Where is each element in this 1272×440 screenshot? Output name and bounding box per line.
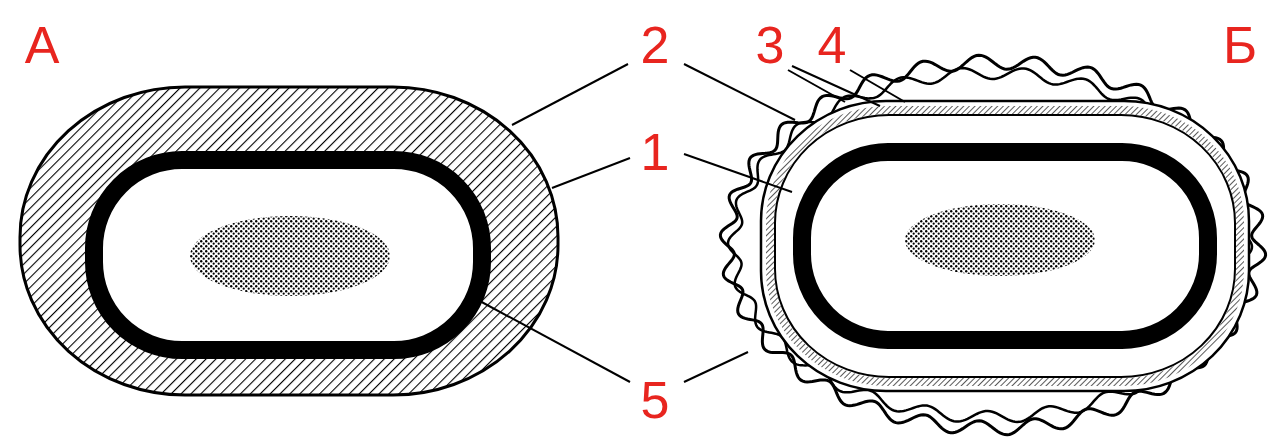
- inner-wavy-layer: [728, 68, 1252, 422]
- callout-number: 5: [641, 374, 670, 426]
- leader-line: [684, 352, 748, 382]
- leader-line: [684, 64, 795, 120]
- callout-number: 2: [641, 19, 670, 71]
- membrane-a: [94, 160, 482, 350]
- membrane-b: [802, 152, 1208, 340]
- cell-wall-a: [20, 87, 558, 395]
- nucleus-a: [190, 216, 390, 296]
- outer-wavy-layer: [720, 55, 1265, 434]
- cell-wall-b-inner: [775, 115, 1235, 377]
- leader-line: [850, 70, 905, 102]
- cell-wall-b-outer: [761, 101, 1249, 391]
- leader-line: [684, 154, 792, 192]
- callout-number: 3: [756, 19, 785, 71]
- leader-line: [512, 64, 628, 125]
- callout-number: 4: [818, 19, 847, 71]
- panel-letter: Б: [1223, 19, 1257, 71]
- cell-wall-b-band: [770, 110, 1240, 382]
- leader-line: [478, 300, 630, 382]
- nucleus-b: [905, 204, 1095, 276]
- leader-lines: [478, 64, 905, 382]
- leader-line: [792, 66, 880, 106]
- callout-number: 1: [641, 126, 670, 178]
- leader-line: [552, 158, 630, 188]
- panel-letter: А: [25, 19, 60, 71]
